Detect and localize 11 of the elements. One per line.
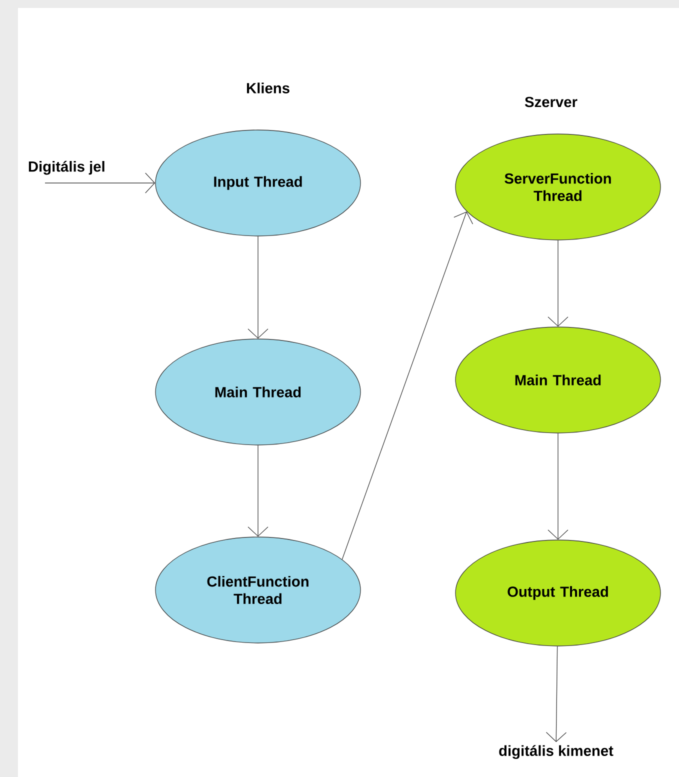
column-heading: Szerver (524, 96, 578, 108)
arrow (44, 172, 156, 194)
arrow (546, 646, 567, 742)
output-label: digitális kimenet (499, 745, 614, 759)
arrow (342, 211, 474, 560)
edge-label: Digitális jel (26, 160, 107, 176)
arrow (248, 236, 268, 339)
arrow (548, 433, 568, 540)
column-heading: Kliens (246, 82, 290, 94)
arrow (548, 240, 568, 327)
arrow (248, 445, 268, 537)
